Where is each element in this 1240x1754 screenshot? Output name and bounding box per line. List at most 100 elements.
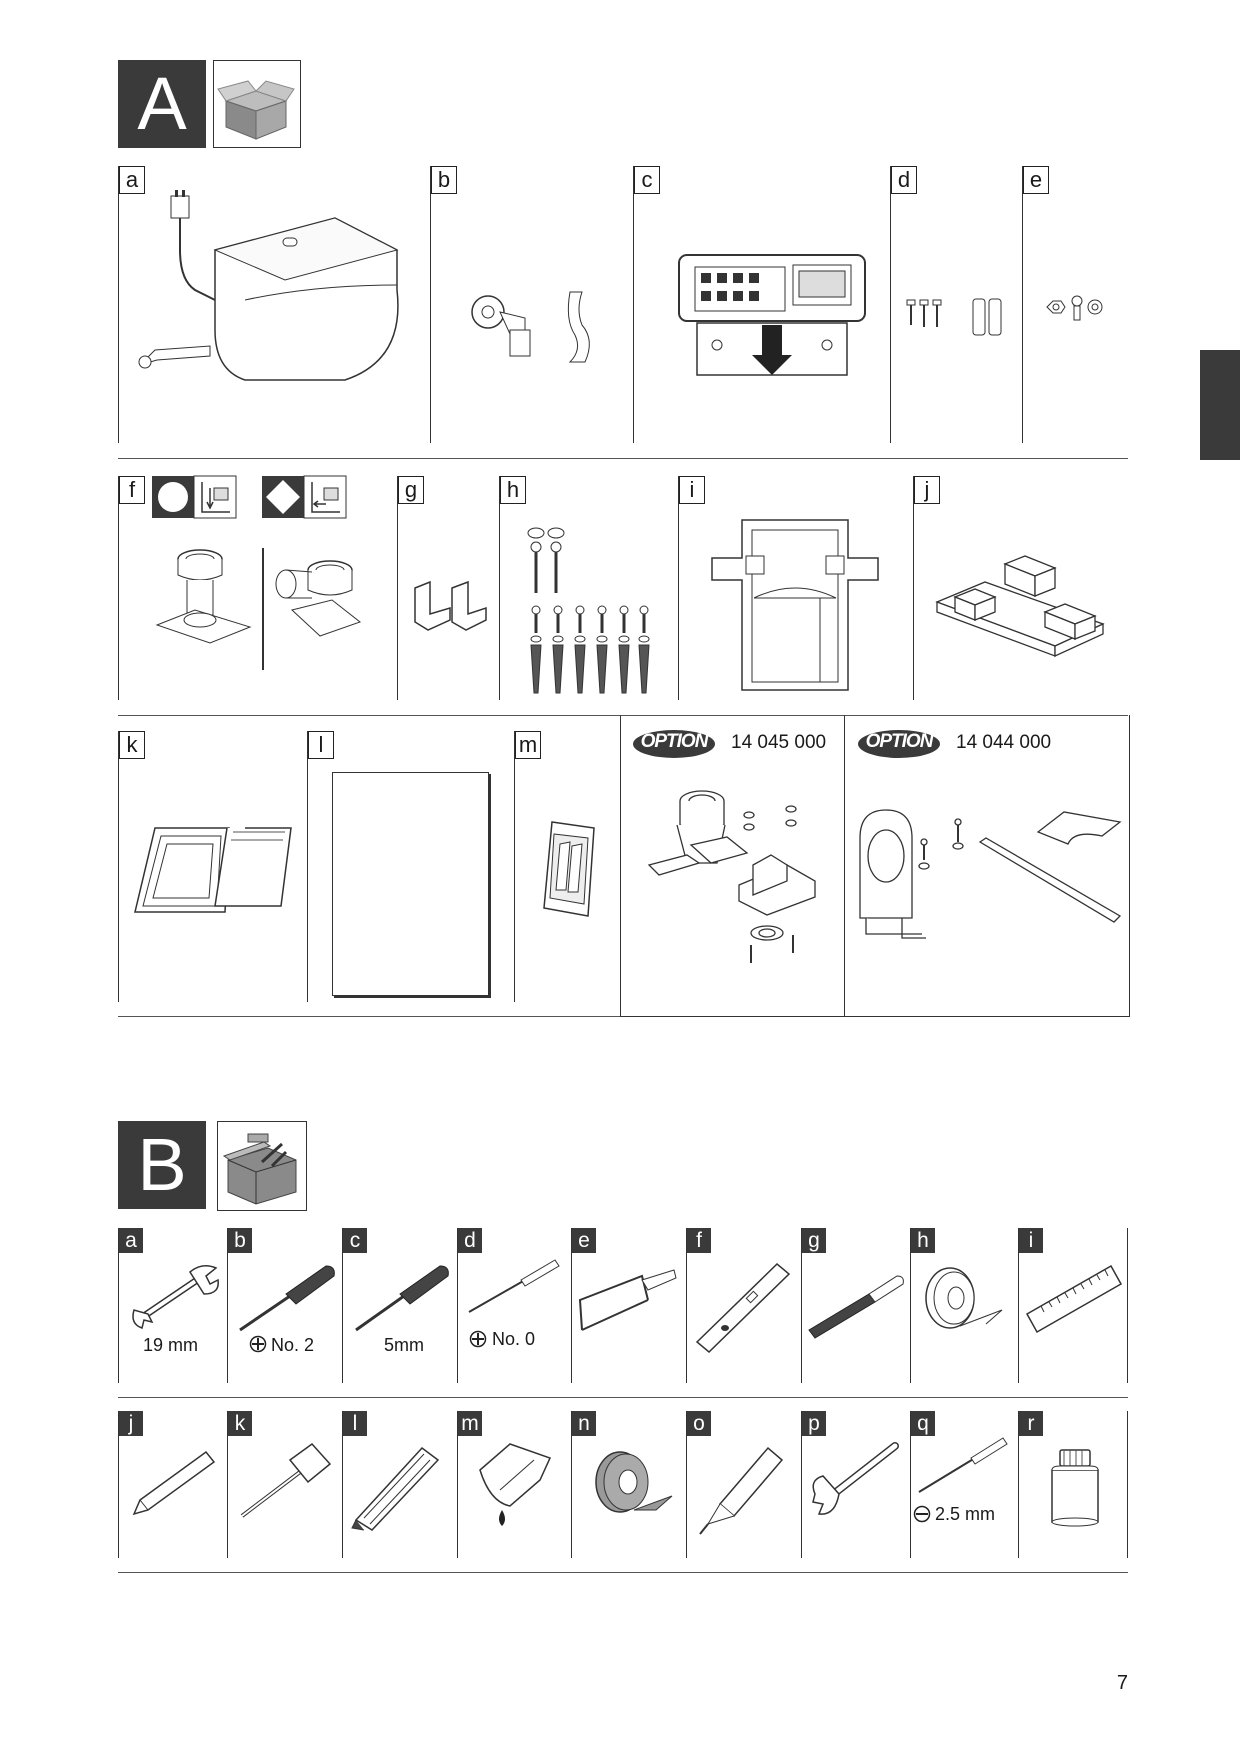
option-code: 14 045 000 bbox=[731, 732, 827, 753]
tool-label-r: r bbox=[1019, 1411, 1043, 1436]
angle-valve-illustration bbox=[471, 291, 590, 363]
tool-label-n: n bbox=[572, 1411, 596, 1436]
tool-label-h: h bbox=[911, 1228, 935, 1253]
pencil-icon bbox=[132, 1450, 216, 1516]
mounting-brackets-illustration bbox=[414, 580, 487, 631]
divider bbox=[910, 1228, 911, 1383]
spirit-level-icon bbox=[695, 1262, 791, 1354]
tool-label-k: k bbox=[228, 1411, 252, 1436]
divider bbox=[227, 1228, 228, 1383]
divider bbox=[844, 715, 845, 1016]
installation-template-illustration bbox=[711, 519, 879, 691]
screws-batteries-illustration bbox=[906, 298, 1002, 336]
adjustable-wrench-icon bbox=[812, 1442, 899, 1515]
section-b-icon-box bbox=[217, 1121, 307, 1211]
mounting-frame-kit-illustration bbox=[859, 809, 1122, 939]
section-b-letter: B bbox=[118, 1121, 206, 1209]
option-badge-label: OPTION bbox=[865, 731, 934, 752]
lubricant-icon bbox=[479, 1443, 552, 1526]
tool-label-l: l bbox=[343, 1411, 367, 1436]
phillips-symbol-icon bbox=[249, 1335, 267, 1353]
option-badge-label: OPTION bbox=[640, 731, 709, 752]
row-divider bbox=[118, 715, 1128, 716]
flat-screwdriver-icon bbox=[355, 1265, 449, 1332]
divider bbox=[514, 731, 515, 1002]
installation-sheet-illustration bbox=[332, 772, 489, 996]
tool-label-a: a bbox=[119, 1228, 143, 1253]
tool-label-p: p bbox=[802, 1411, 826, 1436]
tool-label-e: e bbox=[572, 1228, 596, 1253]
shower-toilet-illustration bbox=[138, 190, 399, 381]
option-code: 14 044 000 bbox=[956, 732, 1052, 753]
divider bbox=[686, 1228, 687, 1383]
divider bbox=[430, 166, 431, 443]
tool-caption: No. 0 bbox=[492, 1329, 536, 1349]
horizontal-outlet-variant-icon bbox=[262, 475, 347, 519]
divider bbox=[1022, 166, 1023, 443]
slotted-precision-screwdriver-icon bbox=[918, 1437, 1008, 1493]
tool-label-b: b bbox=[228, 1228, 252, 1253]
phillips-symbol-icon bbox=[469, 1330, 487, 1348]
divider bbox=[678, 476, 679, 700]
divider bbox=[801, 1228, 802, 1383]
divider bbox=[499, 476, 500, 700]
divider bbox=[118, 1411, 119, 1558]
row-divider bbox=[118, 1572, 1128, 1573]
item-label-j: j bbox=[914, 476, 940, 504]
nut-screw-washer-illustration bbox=[1046, 295, 1103, 321]
item-label-k: k bbox=[119, 731, 145, 759]
tool-label-f: f bbox=[687, 1228, 711, 1253]
divider bbox=[227, 1411, 228, 1558]
option-badge bbox=[633, 730, 715, 758]
item-label-d: d bbox=[891, 166, 917, 194]
silicone-cartridge-icon bbox=[699, 1446, 784, 1535]
item-label-f: f bbox=[119, 476, 145, 504]
insulating-tape-icon bbox=[595, 1451, 673, 1513]
option-box-outline bbox=[620, 715, 1130, 1017]
horizontal-drain-connector-illustration bbox=[275, 560, 362, 637]
tool-label-g: g bbox=[802, 1228, 826, 1253]
row-divider bbox=[118, 458, 1128, 459]
item-label-b: b bbox=[431, 166, 457, 194]
tool-label-c: c bbox=[343, 1228, 367, 1253]
divider bbox=[342, 1411, 343, 1558]
item-label-m: m bbox=[515, 731, 541, 759]
screws-dowels-set-illustration bbox=[527, 527, 650, 694]
tool-caption: 5mm bbox=[384, 1335, 424, 1355]
chapter-tab bbox=[1200, 350, 1240, 460]
divider bbox=[342, 1228, 343, 1383]
adhesive-jar-icon bbox=[1051, 1449, 1099, 1527]
row-divider bbox=[118, 1016, 620, 1017]
phillips-screwdriver-icon bbox=[239, 1265, 335, 1332]
divider bbox=[397, 476, 398, 700]
slotted-symbol-icon bbox=[913, 1505, 931, 1523]
divider bbox=[633, 166, 634, 443]
divider bbox=[686, 1411, 687, 1558]
vertical-drain-connector-illustration bbox=[155, 549, 252, 644]
divider bbox=[913, 476, 914, 700]
divider bbox=[571, 1228, 572, 1383]
divider bbox=[457, 1411, 458, 1558]
divider bbox=[910, 1411, 911, 1558]
divider bbox=[571, 1411, 572, 1558]
package-box-icon bbox=[217, 80, 295, 140]
item-label-a: a bbox=[119, 166, 145, 194]
tool-label-m: m bbox=[458, 1411, 482, 1436]
divider bbox=[118, 476, 119, 700]
section-a-letter: A bbox=[118, 60, 206, 148]
ptfe-tape-icon bbox=[925, 1267, 1003, 1329]
divider bbox=[457, 1228, 458, 1383]
divider bbox=[118, 1228, 119, 1383]
tool-caption: 19 mm bbox=[143, 1335, 199, 1355]
page-number: 7 bbox=[1116, 1672, 1128, 1694]
item-label-g: g bbox=[398, 476, 424, 504]
ruler-icon bbox=[1025, 1264, 1123, 1334]
item-label-c: c bbox=[634, 166, 660, 194]
divider bbox=[890, 166, 891, 443]
vertical-outlet-variant-icon bbox=[152, 475, 237, 519]
hacksaw-icon bbox=[578, 1269, 677, 1331]
item-label-e: e bbox=[1023, 166, 1049, 194]
tool-caption: No. 2 bbox=[271, 1335, 315, 1355]
tool-label-o: o bbox=[687, 1411, 711, 1436]
tool-label-i: i bbox=[1019, 1228, 1043, 1253]
